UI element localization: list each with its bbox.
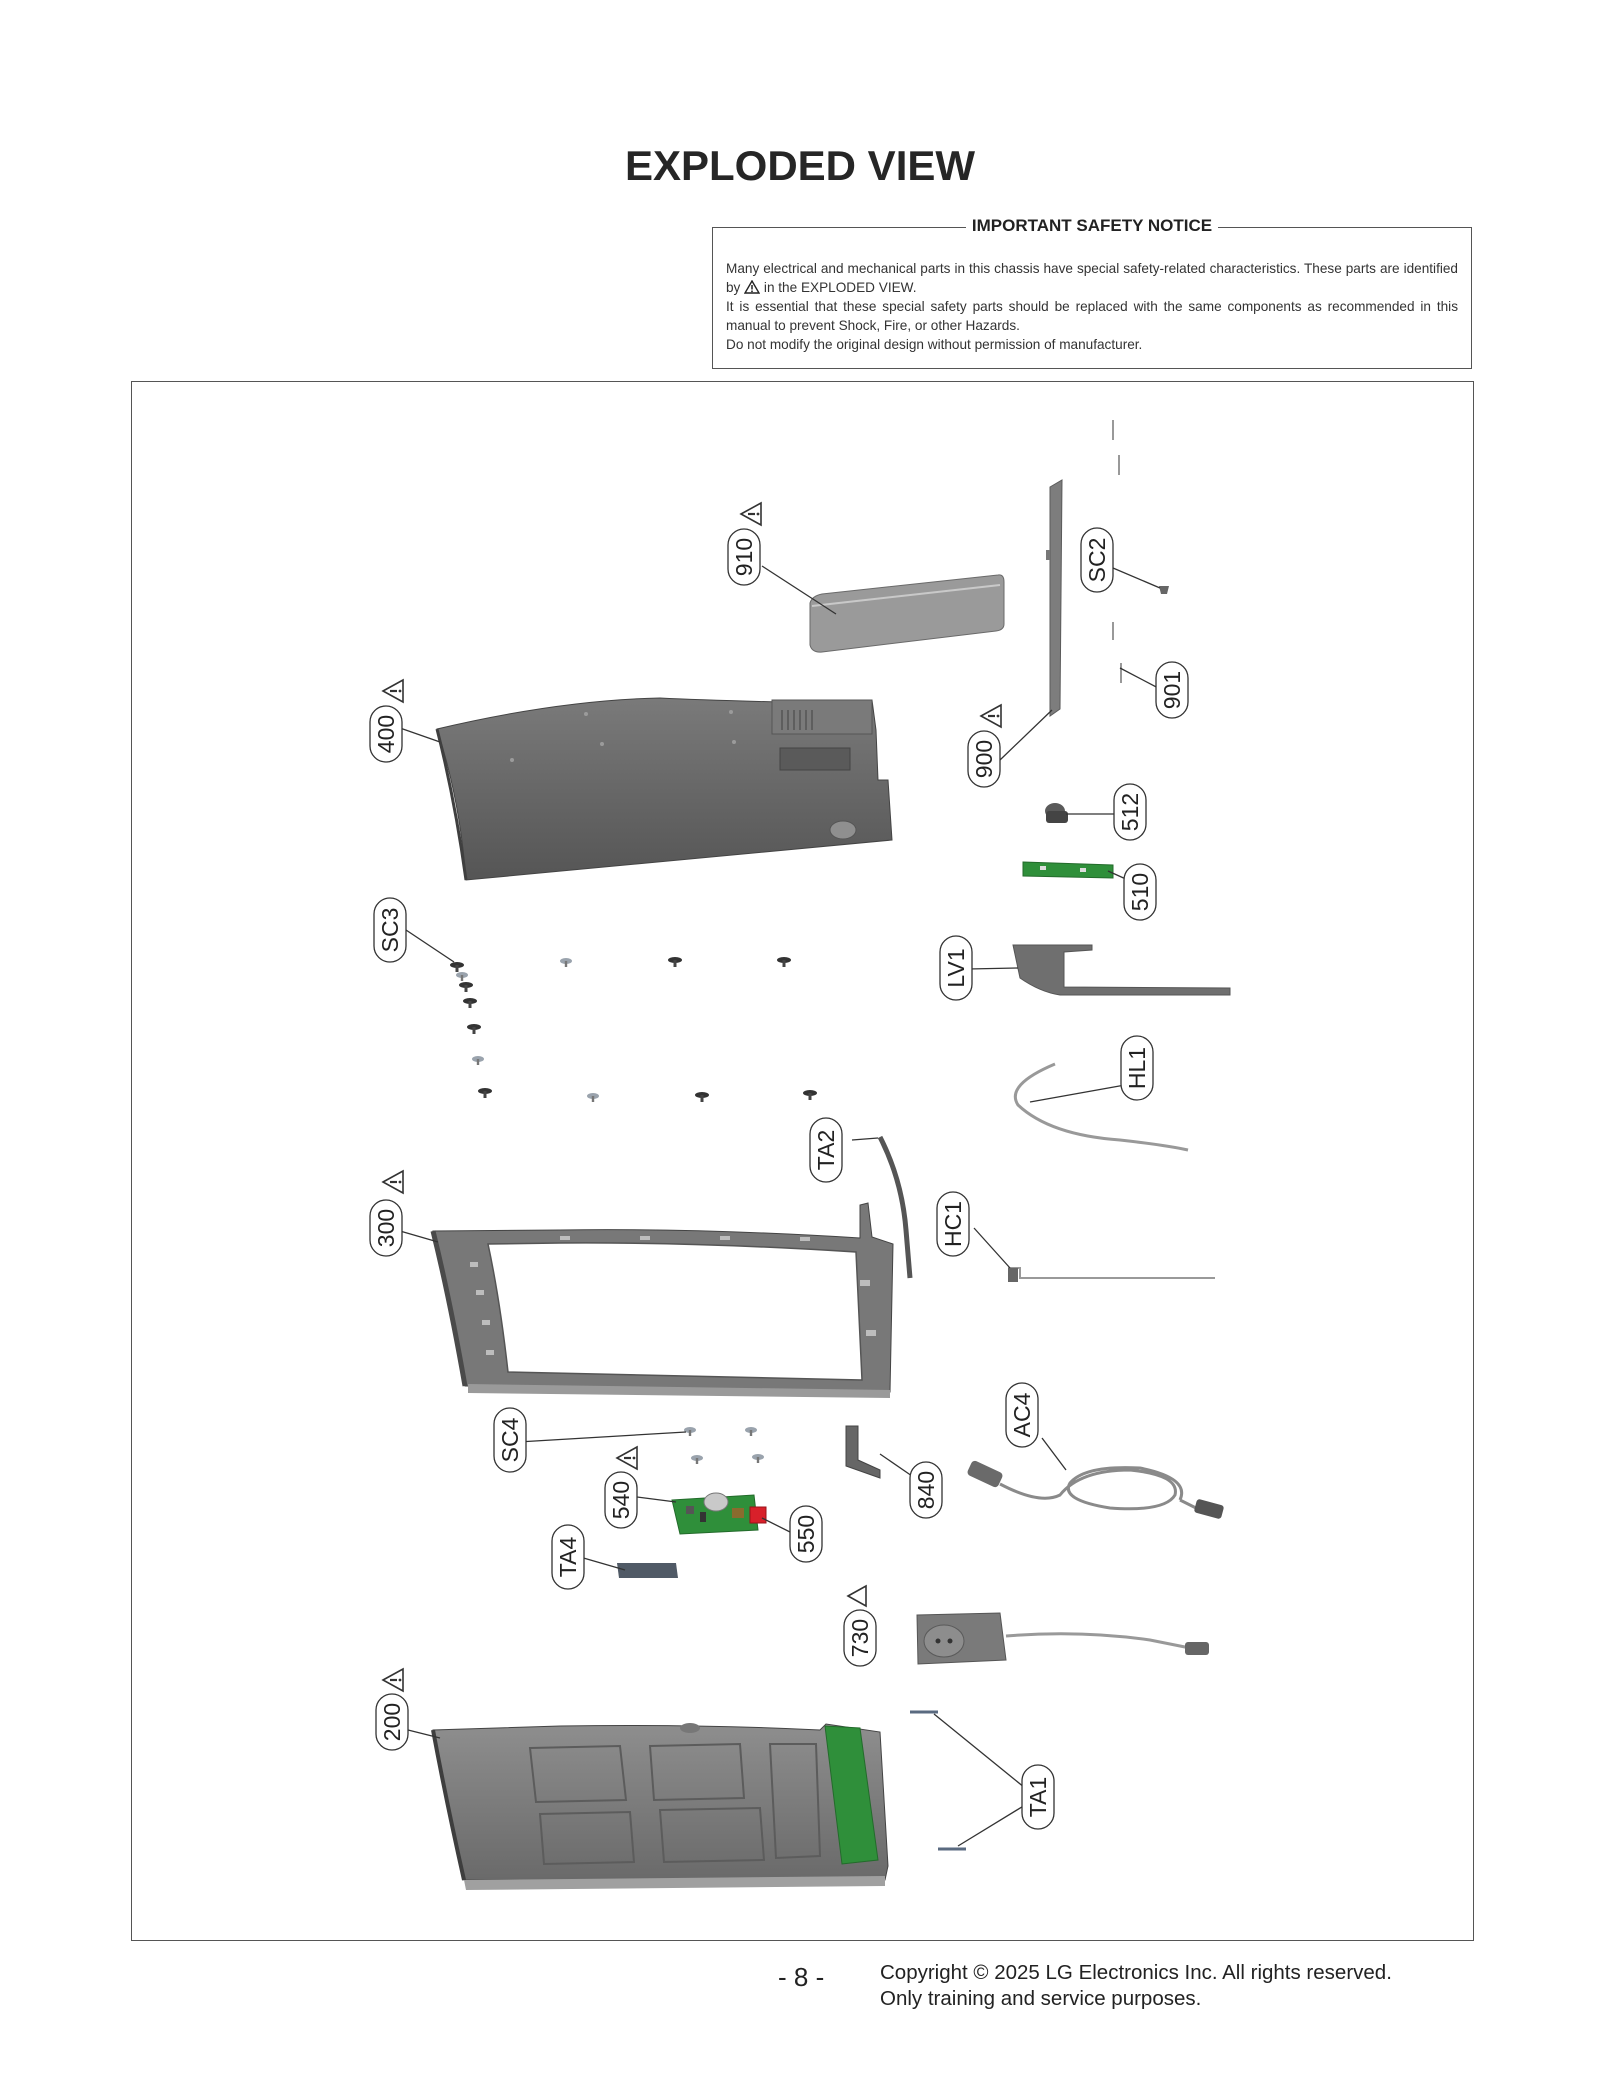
callout-ta2: TA2 <box>809 1117 843 1183</box>
svg-text:HC1: HC1 <box>940 1201 966 1247</box>
page-number: - 8 - <box>778 1962 825 1992</box>
part-400-back-cover <box>435 697 893 881</box>
copyright: Copyright © 2025 LG Electronics Inc. All… <box>880 1960 1392 2012</box>
callout-910: 910 <box>727 528 761 586</box>
callout-840: 840 <box>909 1461 943 1519</box>
svg-text:900: 900 <box>971 740 997 778</box>
warning-icon-400 <box>381 678 405 704</box>
svg-text:550: 550 <box>793 1515 819 1553</box>
part-hc1-cable <box>1008 1267 1215 1282</box>
copyright-line2: Only training and service purposes. <box>880 1987 1202 2010</box>
svg-text:SC2: SC2 <box>1084 538 1110 583</box>
svg-text:TA4: TA4 <box>555 1537 581 1578</box>
callout-400: 400 <box>369 705 403 763</box>
callout-sc2: SC2 <box>1080 527 1114 593</box>
warning-icon-730 <box>846 1584 867 1608</box>
part-200-chassis <box>431 1723 889 1890</box>
notice-line1-a: Many electrical and mechanical parts in … <box>726 261 1458 295</box>
warning-icon-900 <box>979 703 1003 729</box>
callout-200: 200 <box>375 1693 409 1751</box>
callout-512: 512 <box>1113 783 1147 841</box>
part-910-stand-body <box>809 574 1005 653</box>
copyright-line1: Copyright © 2025 LG Electronics Inc. All… <box>880 1961 1392 1984</box>
svg-text:AC4: AC4 <box>1009 1392 1035 1437</box>
notice-line2: It is essential that these special safet… <box>726 299 1458 333</box>
part-730-ac-adapter <box>916 1612 1209 1665</box>
svg-text:200: 200 <box>379 1703 405 1741</box>
callout-901: 901 <box>1155 661 1189 719</box>
part-512-button <box>1045 803 1068 823</box>
part-ta1-tapes <box>910 1710 966 1851</box>
safety-notice-title: IMPORTANT SAFETY NOTICE <box>965 216 1219 235</box>
warning-icon-200 <box>381 1667 405 1693</box>
callout-900: 900 <box>967 730 1001 788</box>
svg-text:400: 400 <box>373 715 399 753</box>
warning-icon-910 <box>739 501 763 527</box>
notice-line1-b: in the EXPLODED VIEW. <box>763 280 917 295</box>
svg-text:300: 300 <box>373 1209 399 1247</box>
svg-text:SC3: SC3 <box>377 908 403 953</box>
callout-sc3: SC3 <box>373 897 407 963</box>
callout-510: 510 <box>1123 863 1157 921</box>
callout-hl1: HL1 <box>1120 1035 1154 1101</box>
part-hl1-cable <box>1013 1062 1189 1152</box>
callout-730: 730 <box>843 1609 877 1667</box>
part-ta2-tape <box>877 1135 913 1279</box>
callout-ta4: TA4 <box>551 1524 585 1590</box>
svg-text:540: 540 <box>608 1481 634 1519</box>
part-550-connector <box>749 1506 767 1524</box>
callout-sc4: SC4 <box>493 1407 527 1473</box>
part-900-stand-panel <box>1046 479 1063 717</box>
callout-540: 540 <box>604 1471 638 1529</box>
svg-text:840: 840 <box>913 1471 939 1509</box>
svg-text:TA1: TA1 <box>1025 1777 1051 1817</box>
part-540-power-board <box>671 1492 759 1535</box>
callout-ta1: TA1 <box>1021 1764 1055 1830</box>
part-lv1-cable <box>1012 944 1231 996</box>
callout-lv1: LV1 <box>939 935 973 1001</box>
safety-notice-body: Many electrical and mechanical parts in … <box>726 259 1458 354</box>
safety-warning-icons <box>381 501 1003 1693</box>
page-title: EXPLODED VIEW <box>624 142 976 189</box>
svg-text:730: 730 <box>847 1619 873 1657</box>
notice-line3: Do not modify the original design withou… <box>726 337 1143 352</box>
svg-text:LV1: LV1 <box>943 948 969 987</box>
part-sc3-screws <box>450 957 817 1102</box>
callout-300: 300 <box>369 1199 403 1257</box>
svg-text:HL1: HL1 <box>1124 1047 1150 1089</box>
part-300-frame <box>430 1202 894 1398</box>
svg-text:512: 512 <box>1117 793 1143 831</box>
warning-icon-300 <box>381 1169 405 1195</box>
part-510-ir-board <box>1022 861 1114 879</box>
part-840-bracket <box>845 1425 881 1479</box>
safety-warning-icon <box>744 280 761 294</box>
part-sc2-screws <box>1112 420 1169 683</box>
svg-text:SC4: SC4 <box>497 1417 523 1462</box>
leader-lines <box>399 565 1163 1847</box>
warning-icon-540 <box>615 1445 639 1471</box>
part-sc4-screws <box>684 1427 764 1464</box>
exploded-view-frame <box>131 381 1474 1941</box>
svg-text:910: 910 <box>731 538 757 576</box>
callout-550: 550 <box>789 1505 823 1563</box>
svg-text:TA2: TA2 <box>813 1130 839 1170</box>
safety-notice-box: IMPORTANT SAFETY NOTICE Many electrical … <box>712 216 1472 369</box>
svg-text:510: 510 <box>1127 873 1153 911</box>
callout-ac4: AC4 <box>1005 1382 1039 1448</box>
svg-text:901: 901 <box>1159 671 1185 709</box>
part-ac4-cable <box>967 1460 1224 1519</box>
part-ta4-tape <box>617 1563 678 1578</box>
callout-hc1: HC1 <box>936 1191 970 1257</box>
